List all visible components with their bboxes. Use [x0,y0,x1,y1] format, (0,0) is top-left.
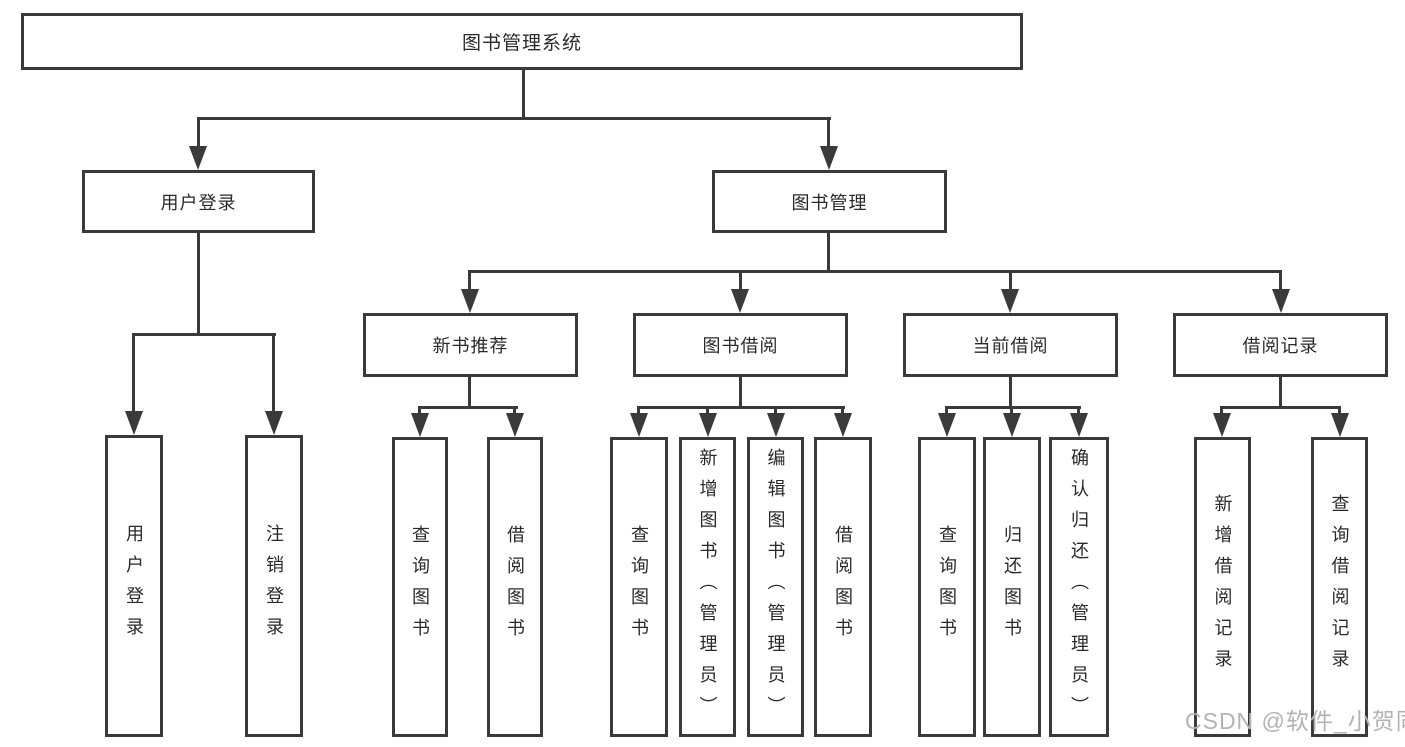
arrowhead-to-edit-books [767,413,785,437]
leaf-query-books-current-label: 查询图书 [937,525,957,649]
connector-root-drop-right [827,117,830,150]
leaf-add-books-admin: 新增图书（管理员） [679,437,736,737]
leaf-user-login-label: 用户登录 [124,524,144,648]
leaf-add-borrow-record-label: 新增借阅记录 [1212,494,1233,680]
connector-book-mgmt-drop-2 [739,270,742,294]
arrowhead-to-add-record [1213,413,1231,437]
connector-borrow-drop-1 [637,406,640,416]
arrowhead-to-query-books-2 [630,413,648,437]
csdn-watermark: CSDN @软件_小贺同学 [1185,708,1405,734]
arrowhead-to-leaf-logout [265,411,283,435]
connector-records-trunk [1279,377,1282,408]
connector-user-login-trunk [197,233,200,335]
arrowhead-to-leaf-user-login [125,411,143,435]
arrowhead-to-add-books [699,413,717,437]
leaf-borrow-books-recommend: 借阅图书 [487,437,543,737]
leaf-borrow-books-recommend-label: 借阅图书 [505,525,525,649]
arrowhead-to-query-record [1331,413,1349,437]
leaf-user-login: 用户登录 [105,435,163,737]
connector-current-trunk [1009,377,1012,408]
leaf-confirm-return-admin-label: 确认归还（管理员） [1069,447,1089,727]
arrowhead-to-borrow-books-2 [834,413,852,437]
arrowhead-to-current-borrow [1001,289,1019,313]
node-current-borrow: 当前借阅 [903,313,1118,377]
connector-book-mgmt-drop-1 [468,270,471,294]
connector-recommend-drop-1 [418,406,421,416]
node-book-borrow: 图书借阅 [633,313,848,377]
connector-current-drop-2 [1010,406,1013,416]
arrowhead-to-new-book-recommend [461,289,479,313]
node-library-management-system: 图书管理系统 [21,13,1023,70]
connector-current-bar [945,406,1081,409]
leaf-query-books-current: 查询图书 [918,437,976,737]
connector-book-mgmt-drop-3 [1009,270,1012,294]
connector-borrow-trunk [739,377,742,408]
leaf-query-borrow-record-label: 查询借阅记录 [1329,494,1350,680]
arrowhead-to-return-books [1003,413,1021,437]
connector-root-drop-left [197,117,200,150]
leaf-add-borrow-record: 新增借阅记录 [1194,437,1251,737]
arrowhead-to-borrow-books-1 [506,413,524,437]
leaf-query-books-borrow: 查询图书 [610,437,668,737]
connector-records-drop-1 [1220,406,1223,416]
leaf-logout-login: 注销登录 [245,435,303,737]
arrowhead-to-user-login [189,146,207,170]
connector-root-bar [197,117,831,120]
arrowhead-to-query-books-1 [411,413,429,437]
arrowhead-to-book-management [820,146,838,170]
connector-recommend-trunk [468,377,471,408]
leaf-query-books-recommend-label: 查询图书 [410,525,430,649]
connector-recommend-drop-2 [513,406,516,416]
node-book-management: 图书管理 [712,170,947,233]
node-user-login: 用户登录 [82,170,315,233]
leaf-query-borrow-record: 查询借阅记录 [1311,437,1368,737]
connector-borrow-drop-2 [706,406,709,416]
connector-root-trunk [522,69,525,118]
leaf-add-books-admin-label: 新增图书（管理员） [697,447,718,727]
leaf-borrow-books: 借阅图书 [814,437,872,737]
connector-current-drop-3 [1077,406,1080,416]
connector-borrow-drop-4 [841,406,844,416]
connector-book-mgmt-drop-4 [1279,270,1282,294]
connector-current-drop-1 [945,406,948,416]
leaf-query-books-borrow-label: 查询图书 [629,525,649,649]
connector-records-drop-2 [1338,406,1341,416]
connector-user-login-bar [132,333,276,336]
arrowhead-to-book-borrow [731,289,749,313]
node-borrow-records: 借阅记录 [1173,313,1388,377]
node-new-book-recommend: 新书推荐 [363,313,578,377]
leaf-return-books-label: 归还图书 [1002,525,1022,649]
leaf-query-books-recommend: 查询图书 [392,437,448,737]
connector-user-login-drop-1 [132,333,135,413]
leaf-edit-books-admin-label: 编辑图书（管理员） [765,447,786,727]
leaf-edit-books-admin: 编辑图书（管理员） [747,437,804,737]
leaf-logout-login-label: 注销登录 [264,524,284,648]
connector-book-mgmt-bar [468,270,1282,273]
connector-book-mgmt-trunk [827,233,830,273]
leaf-return-books: 归还图书 [983,437,1041,737]
connector-recommend-bar [418,406,518,409]
arrowhead-to-query-books-3 [938,413,956,437]
connector-borrow-drop-3 [774,406,777,416]
arrowhead-to-confirm-return [1070,413,1088,437]
arrowhead-to-borrow-records [1272,289,1290,313]
connector-user-login-drop-2 [272,333,275,413]
connector-records-bar [1220,406,1341,409]
leaf-confirm-return-admin: 确认归还（管理员） [1049,437,1109,737]
leaf-borrow-books-label: 借阅图书 [833,525,853,649]
connector-borrow-bar [637,406,845,409]
